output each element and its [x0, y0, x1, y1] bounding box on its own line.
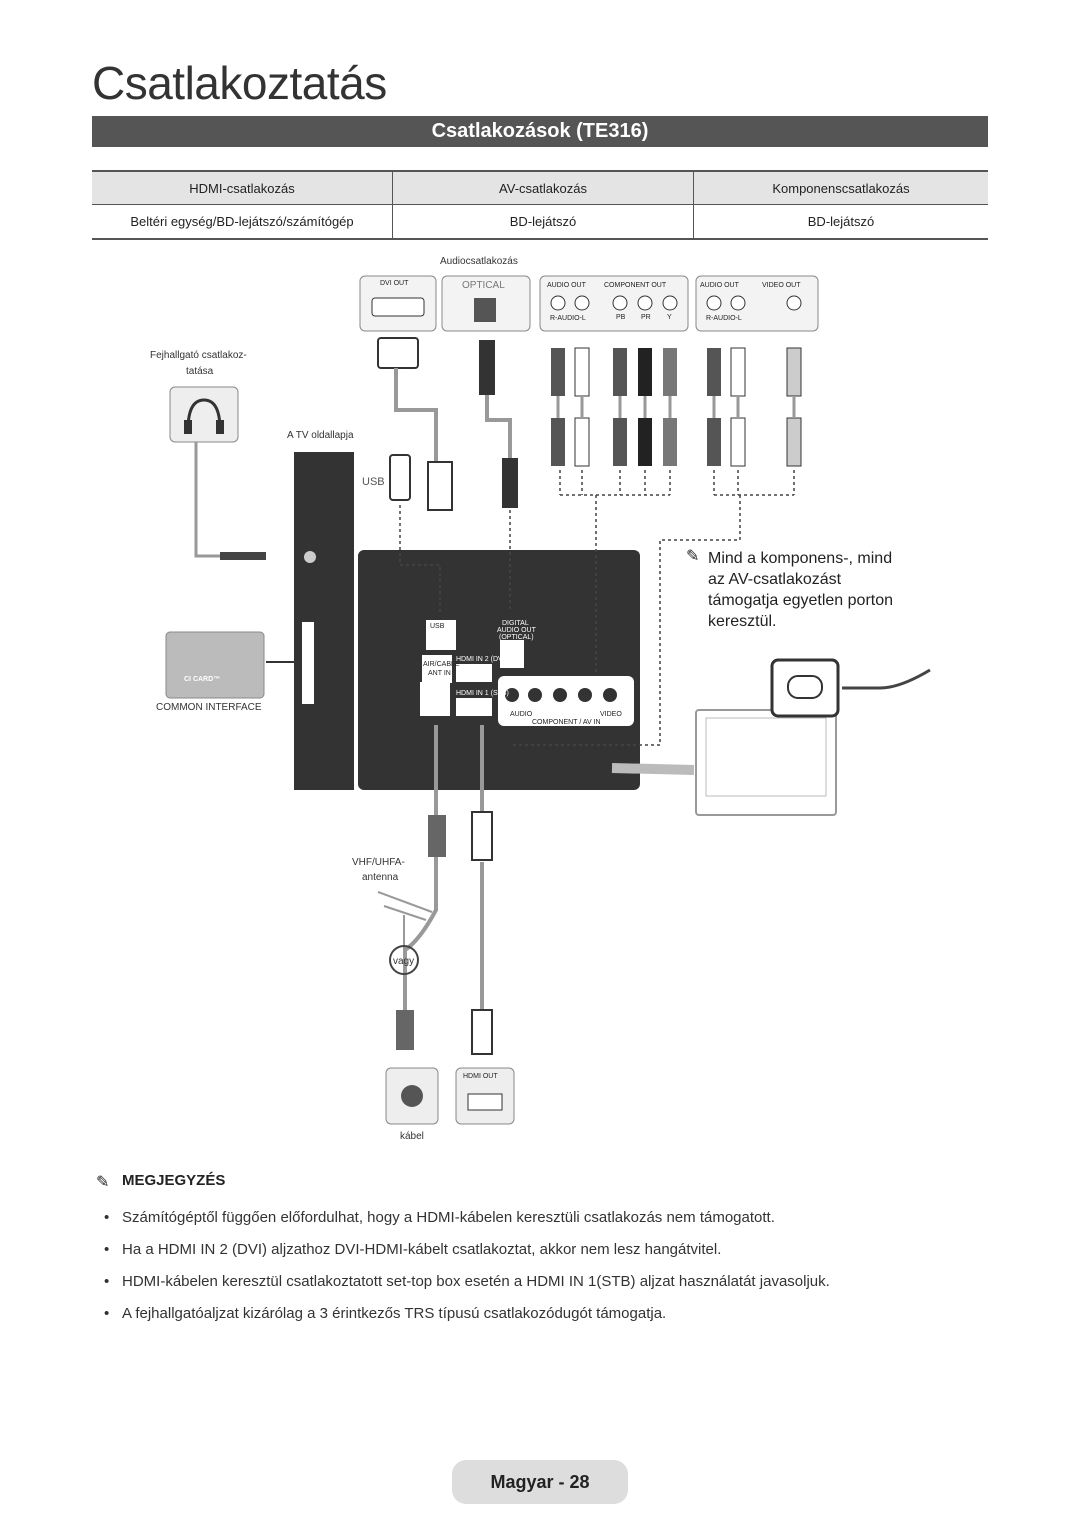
table-header: AV-csatlakozás: [392, 170, 694, 205]
y-label: Y: [667, 314, 672, 321]
vagy-circle: [389, 945, 419, 975]
air-cable-label: AIR/CABLE: [423, 661, 460, 668]
table-cell: Beltéri egység/BD-lejátszó/számítógép: [92, 204, 393, 240]
hdmi-plug: [471, 811, 493, 861]
ci-slot: [302, 622, 314, 704]
antenna-label-2: antenna: [362, 872, 399, 883]
tv-side-panel: [294, 452, 354, 790]
tv-rear-panel: [358, 550, 640, 790]
optical-label: OPTICAL: [462, 280, 505, 291]
r-audio-l-label: R-AUDIO-L: [550, 315, 586, 322]
audio-label: Audiocsatlakozás: [440, 256, 518, 267]
hdmi-plug-bottom: [471, 1009, 493, 1055]
common-interface-label: COMMON INTERFACE: [156, 702, 262, 713]
note-item: A fejhallgatóaljzat kizárólag a 3 érintk…: [104, 1298, 984, 1330]
dvi-plug: [377, 337, 453, 511]
ci-card: [165, 631, 265, 699]
r-audio-l-label-2: R-AUDIO-L: [706, 315, 742, 322]
hdmi-in-2-label: HDMI IN 2 (DVI): [456, 656, 507, 663]
usb-port: [426, 620, 456, 650]
note-pencil-icon: ✎: [96, 1174, 110, 1191]
coax-plug: [428, 815, 446, 857]
section-title: Csatlakozások (TE316): [92, 116, 988, 147]
component-av-in-label: COMPONENT / AV IN: [532, 719, 601, 726]
note-item: HDMI-kábelen keresztül csatlakoztatott s…: [104, 1266, 984, 1298]
usb-stick: [389, 454, 411, 501]
headphone-box: [169, 386, 266, 560]
bd-player-video-box: [695, 275, 819, 332]
ci-card-label: CI CARD™: [184, 676, 221, 683]
tv-side-label: A TV oldallapja: [287, 430, 354, 441]
dashed-guides: [399, 470, 795, 746]
table-cell: BD-lejátszó: [392, 204, 694, 240]
table-header: HDMI-csatlakozás: [92, 170, 393, 205]
notes-heading: MEGJEGYZÉS: [122, 1172, 226, 1189]
table-header-row: HDMI-csatlakozás AV-csatlakozás Komponen…: [92, 170, 988, 205]
usb-port-label: USB: [430, 623, 445, 630]
note-item: Számítógéptől függően előfordulhat, hogy…: [104, 1202, 984, 1234]
air-cable-label-box: [422, 655, 452, 683]
digital-label-2: AUDIO OUT: [497, 627, 536, 634]
note-pencil-icon: ✎: [686, 548, 700, 565]
digital-label-3: (OPTICAL): [499, 634, 534, 641]
component-av-in-ports: [498, 676, 634, 726]
table-header: Komponenscsatlakozás: [693, 170, 988, 205]
kabel-label: kábel: [400, 1131, 424, 1142]
side-note: Mind a komponens-, mind az AV-csatlakozá…: [708, 550, 894, 630]
rca-plugs-top: [551, 347, 802, 397]
hdmi-in-1-label: HDMI IN 1 (STB): [456, 690, 509, 697]
coax-plug-bottom: [396, 1010, 414, 1050]
connection-diagram: [165, 275, 931, 1125]
component-out-label: COMPONENT OUT: [604, 282, 667, 289]
audio-out-label: AUDIO OUT: [547, 282, 586, 289]
optical-box: [441, 275, 531, 332]
video-out-label: VIDEO OUT: [762, 282, 801, 289]
usb-label: USB: [362, 476, 385, 488]
digital-label-1: DIGITAL: [502, 620, 529, 627]
note-item: Ha a HDMI IN 2 (DVI) aljzathoz DVI-HDMI-…: [104, 1234, 984, 1266]
headphone-label-2: tatása: [186, 366, 214, 377]
dvi-out-box: [359, 275, 437, 332]
hdmi-out-label: HDMI OUT: [463, 1073, 498, 1080]
ant-in-port: [420, 682, 450, 716]
notes-list: Számítógéptől függően előfordulhat, hogy…: [104, 1202, 984, 1330]
vagy-label: vagy: [393, 956, 415, 967]
hdmi-in-2-port: [456, 664, 492, 682]
rca-cables: [556, 396, 796, 418]
headphone-label-1: Fejhallgató csatlakoz-: [150, 350, 247, 361]
audio-port-label: AUDIO: [510, 711, 533, 718]
optical-plug: [479, 340, 518, 508]
pb-label: PB: [616, 314, 626, 321]
table-row: Beltéri egység/BD-lejátszó/számítógép BD…: [92, 204, 988, 240]
bottom-cables: [403, 725, 484, 1010]
audio-out-label-2: AUDIO OUT: [700, 282, 739, 289]
connection-table: HDMI-csatlakozás AV-csatlakozás Komponen…: [92, 170, 988, 240]
hdmi-out-port: [467, 1093, 503, 1111]
page-number-badge: Magyar - 28: [452, 1460, 628, 1504]
rca-plugs-bottom: [551, 417, 802, 467]
ant-in-label: ANT IN: [428, 670, 451, 677]
pr-label: PR: [641, 314, 651, 321]
dvi-out-label: DVI OUT: [380, 280, 409, 287]
hdmi-in-1-port: [456, 698, 492, 716]
optical-port: [500, 640, 524, 668]
tv-outline: [611, 658, 931, 816]
antenna-icon: [377, 891, 433, 960]
bd-player-av-box: [539, 275, 689, 332]
antenna-label-1: VHF/UHFA-: [352, 857, 405, 868]
cable-socket: [401, 1085, 423, 1107]
video-port-label: VIDEO: [600, 711, 622, 718]
page-title: Csatlakoztatás: [92, 57, 387, 109]
table-cell: BD-lejátszó: [693, 204, 988, 240]
headphone-jack: [304, 551, 316, 563]
